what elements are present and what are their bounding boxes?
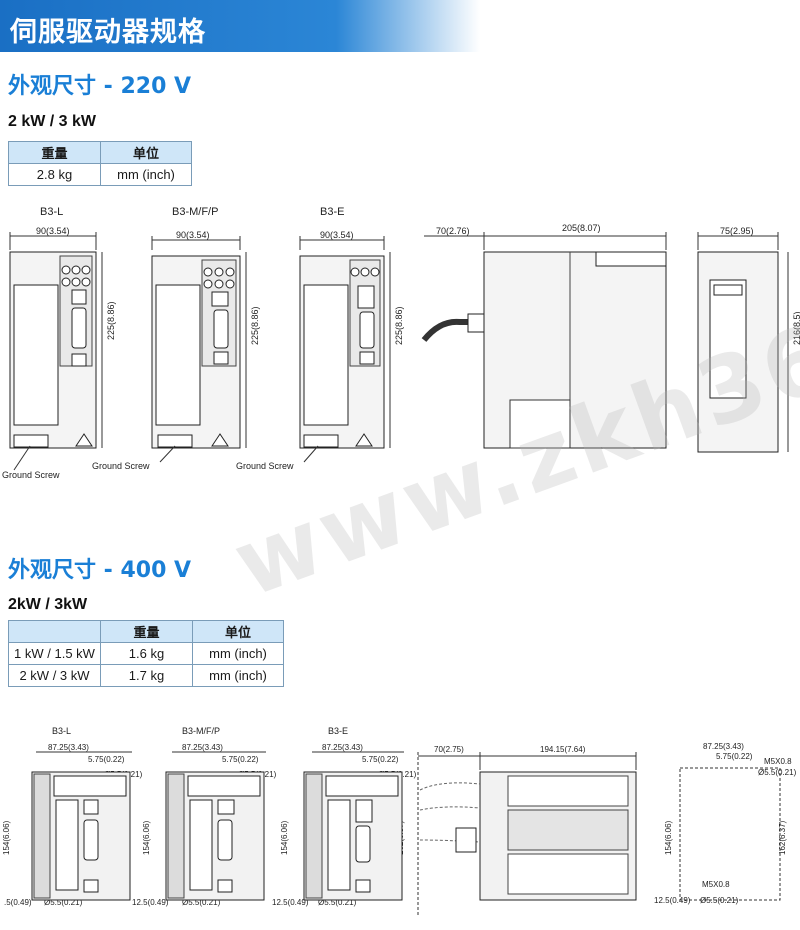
model-label-l: B3-L (40, 206, 64, 218)
model-label-l: B3-L (52, 726, 72, 736)
depth-offset-dim: 70(2.76) (436, 226, 470, 236)
ground-screw-label: Ground Screw (2, 470, 60, 480)
width-dim: 90(3.54) (36, 226, 70, 236)
table-cell: 1.6 kg (100, 642, 193, 665)
bottom-offset-dim: 12.5(0.49) (654, 896, 691, 905)
spec-table-220: 重量 单位 2.8 kg mm (inch) (8, 141, 192, 186)
section-400-title: 外观尺寸 - 400 V (8, 558, 192, 583)
depth-dim: 205(8.07) (562, 223, 601, 233)
width-dim: 87.25(3.43) (182, 743, 223, 752)
model-label-e: B3-E (328, 726, 349, 736)
table-header: 重量 (100, 620, 193, 643)
depth-offset-dim: 70(2.75) (434, 745, 464, 754)
ground-screw-label: Ground Screw (236, 461, 294, 471)
width-dim: 90(3.54) (176, 230, 210, 240)
hole-dim: Ø5.5(0.21) (182, 898, 221, 907)
drive-front-e (299, 255, 385, 449)
drive-front-mfp (151, 255, 241, 449)
table-cell: mm (inch) (100, 163, 192, 186)
inset-dim: 5.75(0.22) (716, 752, 753, 761)
hole-dim: Ø5.5(0.21) (318, 898, 357, 907)
spec-table-400: 重量 单位 1 kW / 1.5 kW 1.6 kg mm (inch) 2 k… (8, 620, 284, 687)
model-label-mfp: B3-M/F/P (172, 206, 219, 218)
table-cell: mm (inch) (192, 664, 284, 687)
table-header: 重量 (8, 141, 101, 164)
drive-400-front-l (31, 771, 131, 901)
hole-dim: Ø5.5(0.21) (44, 898, 83, 907)
bottom-offset-dim: 12.5(0.49) (132, 898, 169, 907)
table-header: 单位 (192, 620, 284, 643)
drive-side (421, 251, 667, 449)
header-banner (0, 0, 480, 52)
model-label-e: B3-E (320, 206, 345, 218)
table-row: 1 kW / 1.5 kW 1.6 kg mm (inch) (8, 642, 284, 665)
hole-dim: Ø5.5(0.21) (758, 768, 797, 777)
drive-400-front-mfp (165, 771, 265, 901)
width-dim: 90(3.54) (320, 230, 354, 240)
table-cell: 1 kW / 1.5 kW (8, 642, 101, 665)
width-dim: 87.25(3.43) (703, 742, 744, 751)
drawings-220 (9, 232, 789, 471)
drive-rear (697, 251, 779, 453)
table-header (8, 620, 101, 643)
bottom-offset-dim: .5(0.49) (4, 898, 32, 907)
bottom-offset-dim: 12.5(0.49) (272, 898, 309, 907)
table-cell: 2 kW / 3 kW (8, 664, 101, 687)
table-row: 2 kW / 3 kW 1.7 kg mm (inch) (8, 664, 284, 687)
drawings-400 (31, 751, 781, 915)
inset-dim: 5.75(0.22) (362, 755, 399, 764)
table-cell: mm (inch) (192, 642, 284, 665)
inset-dim: 5.75(0.22) (88, 755, 125, 764)
section-220-subtitle: 2 kW / 3 kW (8, 113, 97, 130)
table-cell: 1.7 kg (100, 664, 193, 687)
side-width-dim: 75(2.95) (720, 226, 754, 236)
table-header: 单位 (100, 141, 192, 164)
inset-dim: 5.75(0.22) (222, 755, 259, 764)
drive-400-side (419, 771, 637, 901)
drive-400-front-e (303, 771, 403, 901)
table-cell: 2.8 kg (8, 163, 101, 186)
ground-screw-label: Ground Screw (92, 461, 150, 471)
model-label-mfp: B3-M/F/P (182, 726, 221, 736)
drive-front-l (9, 251, 97, 449)
screw-dim: M5X0.8 (764, 757, 792, 766)
section-400-subtitle: 2kW / 3kW (8, 596, 88, 613)
depth-dim: 194.15(7.64) (540, 745, 586, 754)
page-title: 伺服驱动器规格 (10, 17, 206, 48)
screw-dim: M5X0.8 (702, 880, 730, 889)
width-dim: 87.25(3.43) (48, 743, 89, 752)
section-220-title: 外观尺寸 - 220 V (8, 74, 192, 99)
width-dim: 87.25(3.43) (322, 743, 363, 752)
